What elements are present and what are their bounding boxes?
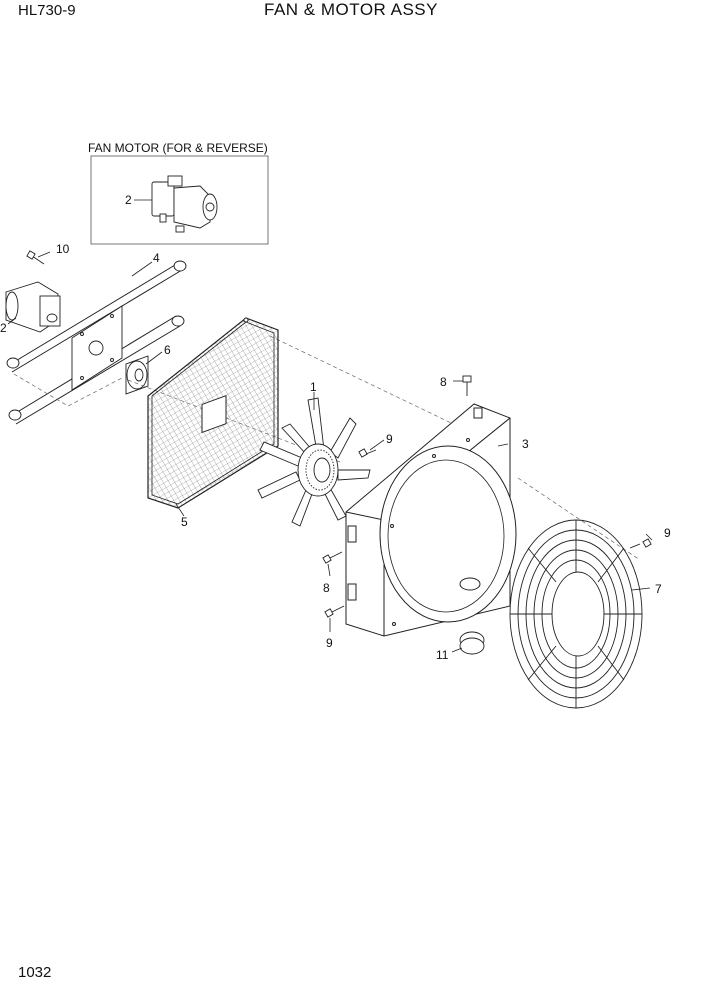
callout-9-right: 9 [664,526,671,540]
page-title: FAN & MOTOR ASSY [264,0,438,19]
callout-8-top: 8 [440,375,447,389]
callout-1: 1 [310,380,317,394]
fan [257,397,371,527]
fan-motor-icon [151,175,218,233]
callout-9-left: 9 [326,636,333,650]
callout-5: 5 [181,515,188,529]
bolts [322,375,652,618]
callout-3: 3 [522,437,529,451]
callout-2: 2 [0,321,7,335]
callout-10: 10 [56,242,70,256]
inset-title: FAN MOTOR (FOR & REVERSE) [88,141,268,155]
callout-9-top: 9 [386,432,393,446]
callout-7: 7 [655,582,662,596]
leader-lines [7,251,653,653]
callout-11: 11 [436,648,449,662]
fan-shroud [345,403,517,637]
model-code: HL730-9 [18,2,76,19]
fan-motor-inset: FAN MOTOR (FOR & REVERSE) 2 [88,141,269,245]
callout-6: 6 [164,343,171,357]
radiator-screen [147,317,279,509]
motor-bracket-group [5,250,187,425]
fan-guard [509,519,643,709]
page-number: 1032 [18,964,52,981]
callout-8-left: 8 [323,581,330,595]
callout-4: 4 [153,251,160,265]
grommet [459,631,485,655]
inset-callout-2: 2 [125,193,132,207]
